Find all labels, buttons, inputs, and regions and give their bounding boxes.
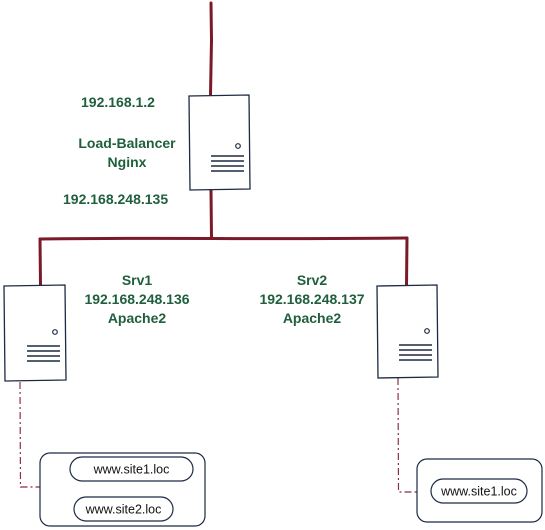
load-balancer-labels: 192.168.1.2 Load-Balancer Nginx 192.168.… <box>63 94 176 207</box>
lb-private-ip: 192.168.248.135 <box>63 191 168 207</box>
lb-public-ip: 192.168.1.2 <box>81 94 155 110</box>
srv2-software: Apache2 <box>283 310 342 326</box>
server-led <box>52 329 58 335</box>
srv2-site-container <box>416 458 543 523</box>
site-container-box <box>416 458 543 523</box>
uplink-line <box>209 1 214 97</box>
server-vent-lines <box>27 345 60 362</box>
srv1-software: Apache2 <box>108 310 167 326</box>
srv2-labels: Srv2 192.168.248.137 Apache2 <box>259 272 364 326</box>
srv2-sites-connector <box>397 377 418 493</box>
server-vent-lines <box>211 155 244 172</box>
drop-line-srv2 <box>405 236 409 288</box>
site-connectors <box>19 377 418 493</box>
lb-name: Load-Balancer <box>78 135 176 151</box>
srv1-sites-connector <box>19 381 40 488</box>
bus-line <box>38 236 409 241</box>
srv1-server <box>3 284 67 382</box>
srv1-name: Srv1 <box>122 272 153 288</box>
srv1-site-1: www.site1.loc <box>93 463 170 477</box>
network-links <box>38 1 409 288</box>
site-container-box <box>39 452 206 527</box>
srv1-ip: 192.168.248.136 <box>84 291 189 307</box>
srv1-site-2: www.site2.loc <box>85 503 162 517</box>
drop-line-srv1 <box>38 237 42 287</box>
srv2-name: Srv2 <box>297 272 328 288</box>
server-icon <box>188 94 251 191</box>
srv2-site-1: www.site1.loc <box>440 485 517 499</box>
load-balancer-server <box>188 94 251 191</box>
srv2-server <box>376 284 439 379</box>
server-vent-lines <box>399 344 432 361</box>
server-led <box>424 328 430 334</box>
site-pill <box>69 456 194 482</box>
lb-to-bus-line <box>209 188 213 240</box>
site-pill <box>73 496 174 522</box>
server-led <box>235 143 241 149</box>
site-pill <box>430 478 528 504</box>
srv1-site-container <box>39 452 206 527</box>
server-icon <box>3 284 67 382</box>
lb-software: Nginx <box>108 154 147 170</box>
srv1-labels: Srv1 192.168.248.136 Apache2 <box>84 272 189 326</box>
srv2-ip: 192.168.248.137 <box>259 291 364 307</box>
